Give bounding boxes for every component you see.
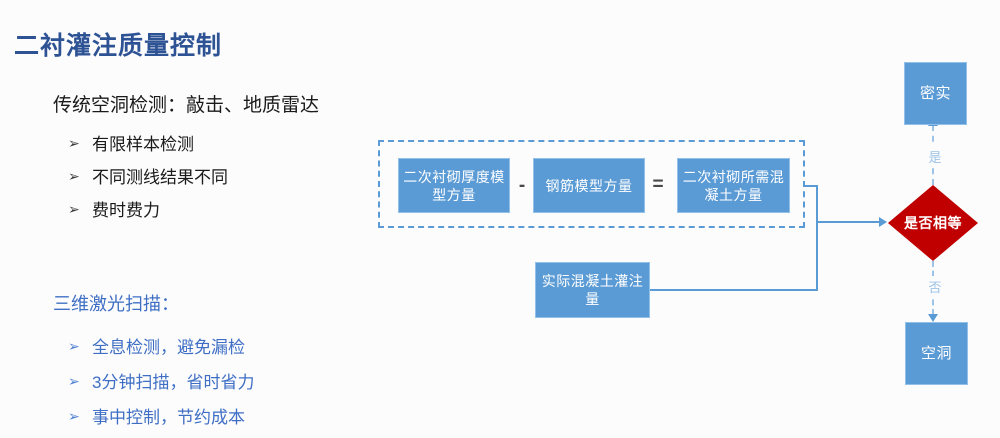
list-item-label: 费时费力: [92, 201, 160, 220]
list-item: ➢ 事中控制，节约成本: [68, 398, 254, 433]
operator-minus: -: [518, 175, 526, 196]
bullet-arrow-icon: ➢: [68, 372, 80, 389]
bullet-arrow-icon: ➢: [68, 407, 80, 424]
list-item: ➢ 不同测线结果不同: [68, 159, 228, 192]
list-item: ➢ 3分钟扫描，省时省力: [68, 363, 254, 398]
arrow-down-icon: [928, 314, 938, 322]
list-item-label: 3分钟扫描，省时省力: [92, 373, 255, 392]
formula-box-required-concrete-volume: 二次衬砌所需混凝土方量: [677, 158, 790, 213]
page-title: 二衬灌注质量控制: [14, 32, 223, 60]
arrow-right-icon: [879, 217, 887, 227]
list-item: ➢ 费时费力: [68, 192, 228, 225]
bullet-arrow-icon: ➢: [68, 134, 80, 151]
formula-box-rebar-model-volume: 钢筋模型方量: [533, 158, 645, 213]
outcome-box-void: 空洞: [905, 322, 968, 385]
list-item: ➢ 全息检测，避免漏检: [68, 328, 254, 363]
connector-from-formula-group: [805, 185, 818, 187]
edge-label-no: 否: [922, 276, 948, 297]
traditional-lead-text: 传统空洞检测：敲击、地质雷达: [53, 95, 320, 116]
bullet-arrow-icon: ➢: [68, 167, 80, 184]
edge-label-yes: 是: [922, 146, 948, 167]
connector-vertical-right: [816, 185, 818, 291]
bullet-arrow-icon: ➢: [68, 337, 80, 354]
decision-node-equal: 是否相等: [888, 185, 978, 261]
formula-box-lining-thickness-volume: 二次衬砌厚度模型方量: [398, 158, 510, 213]
list-item-label: 不同测线结果不同: [92, 168, 228, 187]
connector-from-actual-box: [650, 289, 818, 291]
formula-group-dashed-border: [378, 140, 805, 228]
list-item-label: 事中控制，节约成本: [92, 408, 245, 427]
list-item-label: 有限样本检测: [92, 135, 194, 154]
bullet-arrow-icon: ➢: [68, 200, 80, 217]
connector-into-decision: [816, 221, 880, 223]
laser-bullet-list: ➢ 全息检测，避免漏检 ➢ 3分钟扫描，省时省力 ➢ 事中控制，节约成本: [68, 328, 254, 433]
actual-concrete-volume-box: 实际混凝土灌注量: [535, 262, 650, 318]
outcome-box-dense: 密实: [904, 62, 967, 125]
traditional-bullet-list: ➢ 有限样本检测 ➢ 不同测线结果不同 ➢ 费时费力: [68, 126, 228, 225]
decision-label: 是否相等: [904, 215, 962, 231]
list-item: ➢ 有限样本检测: [68, 126, 228, 159]
operator-equals: =: [652, 174, 664, 195]
list-item-label: 全息检测，避免漏检: [92, 338, 245, 357]
laser-subheading: 三维激光扫描：: [53, 294, 179, 314]
